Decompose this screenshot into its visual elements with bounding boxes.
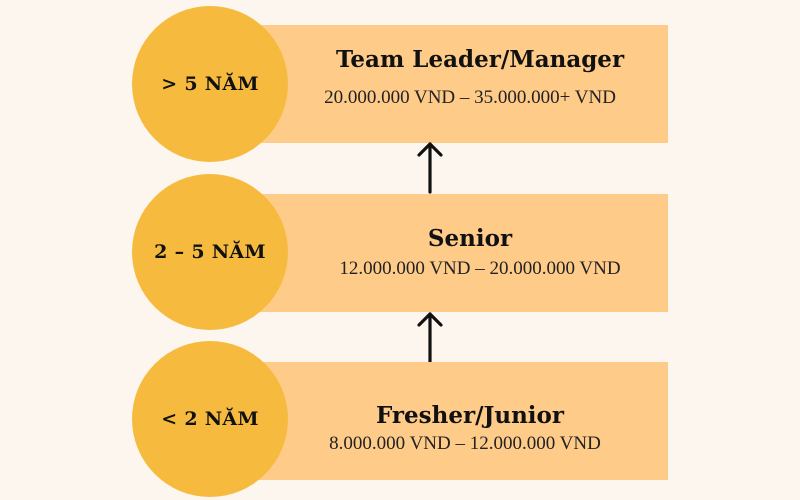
level-duration-circle: 2 – 5 NĂM [132, 174, 288, 330]
arrow-up-icon [417, 142, 443, 194]
level-duration-label: < 2 NĂM [161, 408, 259, 430]
level-duration-label: > 5 NĂM [161, 73, 259, 95]
level-role-title: Team Leader/Manager [335, 46, 625, 73]
level-salary-range: 8.000.000 VND – 12.000.000 VND [329, 433, 601, 454]
level-duration-circle: < 2 NĂM [132, 341, 288, 497]
level-salary-range: 12.000.000 VND – 20.000.000 VND [339, 258, 621, 279]
level-role-title: Senior [427, 225, 513, 252]
level-role-title: Fresher/Junior [375, 402, 565, 429]
level-salary-range: 20.000.000 VND – 35.000.000+ VND [324, 87, 616, 108]
arrow-up-icon [417, 312, 443, 364]
level-duration-label: 2 – 5 NĂM [154, 241, 266, 263]
level-duration-circle: > 5 NĂM [132, 6, 288, 162]
